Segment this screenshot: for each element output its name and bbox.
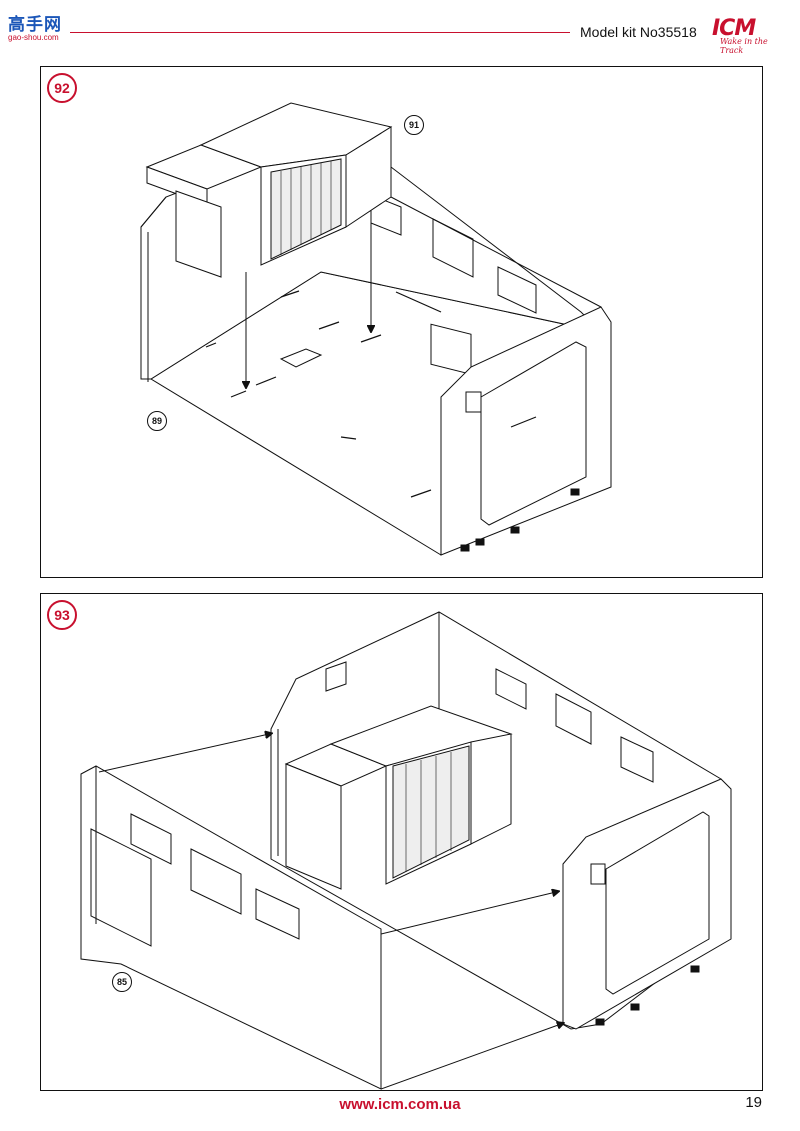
brand-wordmark: ICM <box>712 16 756 41</box>
step-number-badge: 93 <box>47 600 77 630</box>
assembly-step-92: 92 91 89 <box>40 66 763 578</box>
step-number-badge: 92 <box>47 73 77 103</box>
step-92-illustration <box>140 102 612 556</box>
brand-tagline: Wake in the Track <box>720 37 768 55</box>
kit-number-label: Model kit No35518 <box>580 24 697 40</box>
page-header: 高手网 gao-shou.com Model kit No35518 ICM W… <box>0 0 800 60</box>
website-url[interactable]: www.icm.com.ua <box>339 1096 461 1113</box>
header-divider <box>70 32 570 33</box>
site-logo-chars: 高手网 <box>8 15 62 35</box>
step-93-illustration <box>80 611 732 1090</box>
icm-logo: ICM Wake in the Track <box>712 16 782 56</box>
part-number-91: 91 <box>404 115 424 135</box>
site-logo[interactable]: 高手网 gao-shou.com <box>8 10 68 42</box>
part-number-85: 85 <box>112 972 132 992</box>
part-number-89: 89 <box>147 411 167 431</box>
assembly-step-93: 93 85 <box>40 593 763 1091</box>
page-number: 19 <box>745 1094 762 1111</box>
site-logo-url: gao-shou.com <box>8 33 59 42</box>
